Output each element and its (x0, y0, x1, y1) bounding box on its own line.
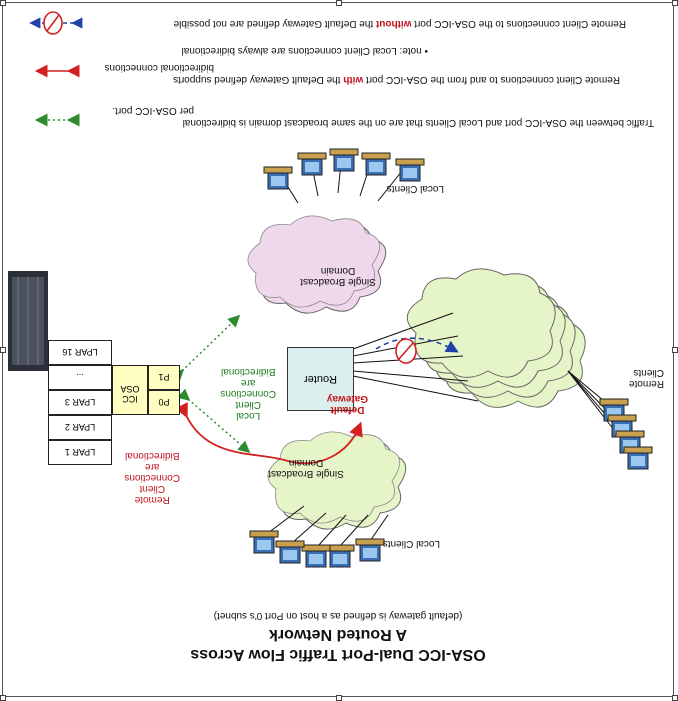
local-connection-arrow-upper (171, 314, 241, 382)
legend-note: • note: Local Client connections are alw… (181, 45, 428, 56)
osa-icc-label: ICC (122, 394, 138, 404)
resize-handle-top[interactable] (336, 0, 342, 6)
local-connection-text: Local Client Connections are Bidirection… (220, 366, 276, 421)
local-client-links-lower (267, 505, 389, 547)
default-gateway-label: Default Gateway (326, 393, 368, 415)
lpar-1: LPAR 1 (48, 440, 112, 465)
legend-remote-with-line2: bidirectional connections (104, 62, 214, 73)
routed-network-clouds (406, 268, 586, 408)
legend-blocked-icon (29, 11, 83, 35)
no-entry-icon (395, 338, 417, 364)
resize-handle-left[interactable] (0, 347, 6, 353)
local-connection-arrow-lower (177, 388, 251, 453)
broadcast-domain-cloud-upper (247, 215, 387, 314)
client-pc-icon (395, 158, 425, 182)
legend-local-line1: Traffic between the OSA-ICC port and Loc… (182, 117, 654, 128)
remote-clients-label: Remote Clients (628, 367, 664, 389)
lpar-ellipsis: ... (48, 365, 112, 390)
remote-clients-group (599, 398, 653, 470)
client-pc-icon (301, 544, 331, 568)
local-clients-upper-group (263, 148, 425, 190)
local-clients-lower-group (249, 530, 385, 568)
cloud-label-lower: Single Broadcast Domain (268, 457, 344, 479)
diagram-subtitle: (default gateway is defined as a host on… (213, 610, 463, 621)
client-pc-icon (355, 538, 385, 562)
remote-connection-text: Remote Client Connections are Bidirectio… (124, 450, 180, 505)
legend-remote-with: Remote Client connections to and from th… (173, 74, 620, 85)
client-pc-icon (275, 540, 305, 564)
osa-label: OSA (120, 384, 140, 394)
blocked-connection-arrow (375, 337, 459, 353)
client-pc-icon (361, 152, 391, 176)
port-p1: P1 (148, 365, 180, 390)
diagram-title-line2: A Routed Network (268, 626, 408, 643)
broadcast-domain-cloud-lower (267, 431, 407, 530)
mainframe-icon (8, 271, 48, 371)
cloud-label-upper: Single Broadcast Domain (300, 265, 376, 287)
lpar-3: LPAR 3 (48, 390, 112, 415)
local-clients-label-upper: Local Clients (386, 183, 444, 194)
router-label: Router (303, 373, 338, 385)
client-pc-icon (297, 152, 327, 176)
port-p0: P0 (148, 390, 180, 415)
osa-icc-card: ICC OSA (112, 365, 148, 415)
legend-local-line2: per OSA-ICC port. (112, 105, 194, 116)
lpar-2: LPAR 2 (48, 415, 112, 440)
client-pc-icon (263, 166, 293, 190)
legend-remote-without: Remote Client connections to the OSA-ICC… (173, 18, 626, 29)
local-clients-label-lower: Local Clients (382, 538, 440, 549)
client-pc-icon (623, 446, 653, 470)
client-pc-icon (249, 530, 279, 554)
lpar-16: LPAR 16 (48, 340, 112, 365)
diagram-title-line1: OSA-ICC Dual-Port Traffic Flow Across (190, 646, 486, 663)
client-pc-icon (329, 148, 359, 172)
resize-handle-top-left[interactable] (0, 0, 6, 6)
